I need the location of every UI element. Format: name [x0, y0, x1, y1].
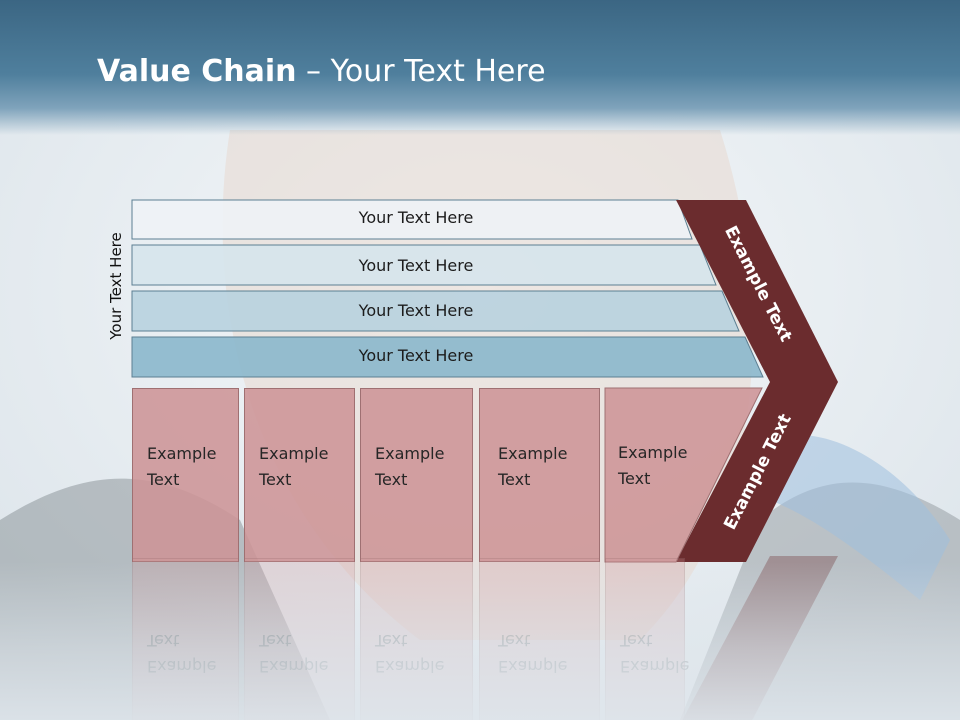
activity-box-2: Example Text: [244, 388, 355, 562]
band-2-label: Your Text Here: [358, 256, 474, 275]
band-1-label: Your Text Here: [358, 208, 474, 227]
chevron-lower: [676, 382, 838, 562]
band-3-label: Your Text Here: [358, 301, 474, 320]
band-4-label: Your Text Here: [358, 346, 474, 365]
activity-box-1: Example Text: [132, 388, 239, 562]
title-bold: Value Chain: [97, 54, 297, 89]
activity-box-4: Example Text: [479, 388, 600, 562]
band-4-shape: [131, 336, 764, 378]
activity-box-1-label: Example Text: [147, 444, 217, 489]
band-3-shape: [131, 290, 740, 332]
activity-box-3-label: Example Text: [375, 444, 445, 489]
header-band: [0, 0, 960, 135]
activity-box-3: Example Text: [360, 388, 473, 562]
slide-title: Value Chain – Your Text Here: [97, 54, 546, 89]
band-1-shape: [131, 199, 693, 240]
activity-box-2-label: Example Text: [259, 444, 329, 489]
chevron-upper: [676, 200, 838, 382]
reflection-fade: [0, 562, 960, 720]
activity-box-5-label: Example Text: [618, 443, 688, 488]
band-2-shape: [131, 244, 717, 286]
title-rest: – Your Text Here: [296, 54, 546, 89]
activity-box-4-label: Example Text: [498, 444, 568, 489]
